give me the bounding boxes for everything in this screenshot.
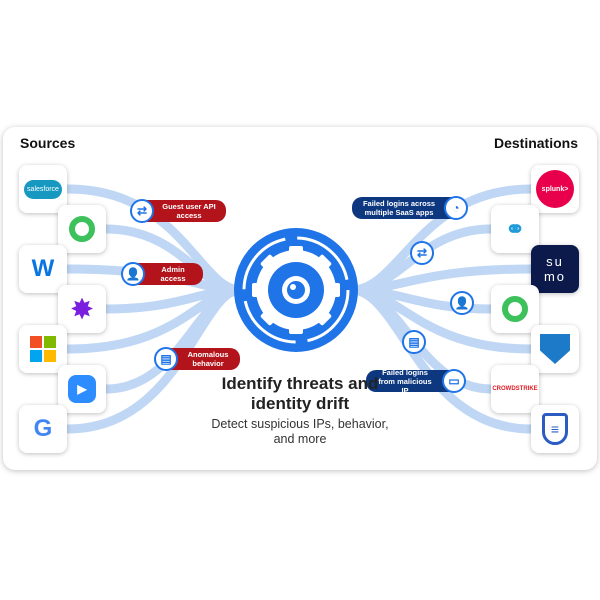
source-green-circle-logo <box>58 205 106 253</box>
badge-device: ▤ <box>402 330 426 354</box>
destination-blue-shield-logo <box>531 325 579 373</box>
destination-network-logo: ⚭ <box>491 205 539 253</box>
microsoft-icon <box>30 336 56 362</box>
source-salesforce-logo: salesforce <box>19 165 67 213</box>
workday-icon: W <box>31 255 55 282</box>
monitor-icon: ▭ <box>442 369 466 393</box>
crowdstrike-icon: CROWDSTRIKE <box>492 386 538 392</box>
google-icon: G <box>33 415 53 442</box>
device-icon: ▤ <box>402 330 426 354</box>
destinations-heading: Destinations <box>493 135 578 151</box>
destination-splunk-logo: splunk> <box>531 165 579 213</box>
blue-shield-icon <box>540 334 570 364</box>
source-zoom-logo: ▶ <box>58 365 106 413</box>
source-purple-star-logo: ✸ <box>58 285 106 333</box>
green-circle-icon <box>69 216 95 242</box>
device-icon: ▤ <box>154 347 178 371</box>
network-icon: ⚭ <box>504 215 526 243</box>
purple-star-icon: ✸ <box>71 293 93 324</box>
security-shield-icon: ≡ <box>542 413 568 445</box>
destination-crowdstrike-logo: CROWDSTRIKE <box>491 365 539 413</box>
destination-green-circle-logo <box>491 285 539 333</box>
fingerprint-icon: ◔ <box>444 196 468 220</box>
destination-flow-line-6 <box>347 285 536 434</box>
badge-user: 👤 <box>450 291 474 315</box>
badge-sync: ⇄ <box>410 241 434 265</box>
swap-arrows-icon: ⇄ <box>130 199 154 223</box>
destination-sumo-logo: su mo <box>531 245 579 293</box>
badge-admin-access: 👤 Admin access <box>121 262 203 286</box>
source-microsoft-logo <box>19 325 67 373</box>
badge-failed-logins-ip: Failed logins from malicious IP ▭ <box>366 368 466 395</box>
badge-guest-user-api-access: ⇄ Guest user API access <box>130 199 226 223</box>
center-subtitle: Detect suspicious IPs, behavior, and mor… <box>211 417 389 446</box>
green-circle-icon <box>502 296 528 322</box>
user-icon: 👤 <box>121 262 145 286</box>
sources-heading: Sources <box>20 135 76 151</box>
salesforce-icon: salesforce <box>24 179 62 199</box>
gear-hub <box>234 228 358 352</box>
source-google-logo: G <box>19 405 67 453</box>
splunk-icon: splunk> <box>536 170 574 208</box>
source-workday-logo: W <box>19 245 67 293</box>
user-icon: 👤 <box>450 291 474 315</box>
swap-arrows-icon: ⇄ <box>410 241 434 265</box>
center-title: Identify threats and identity drift <box>221 374 379 413</box>
badge-failed-logins-saas: Failed logins across multiple SaaS apps … <box>352 196 468 220</box>
sumo-icon: su mo <box>543 254 567 284</box>
destination-security-shield-logo: ≡ <box>531 405 579 453</box>
badge-anomalous-behavior: ▤ Anomalous behavior <box>154 347 240 371</box>
zoom-icon: ▶ <box>68 375 96 403</box>
